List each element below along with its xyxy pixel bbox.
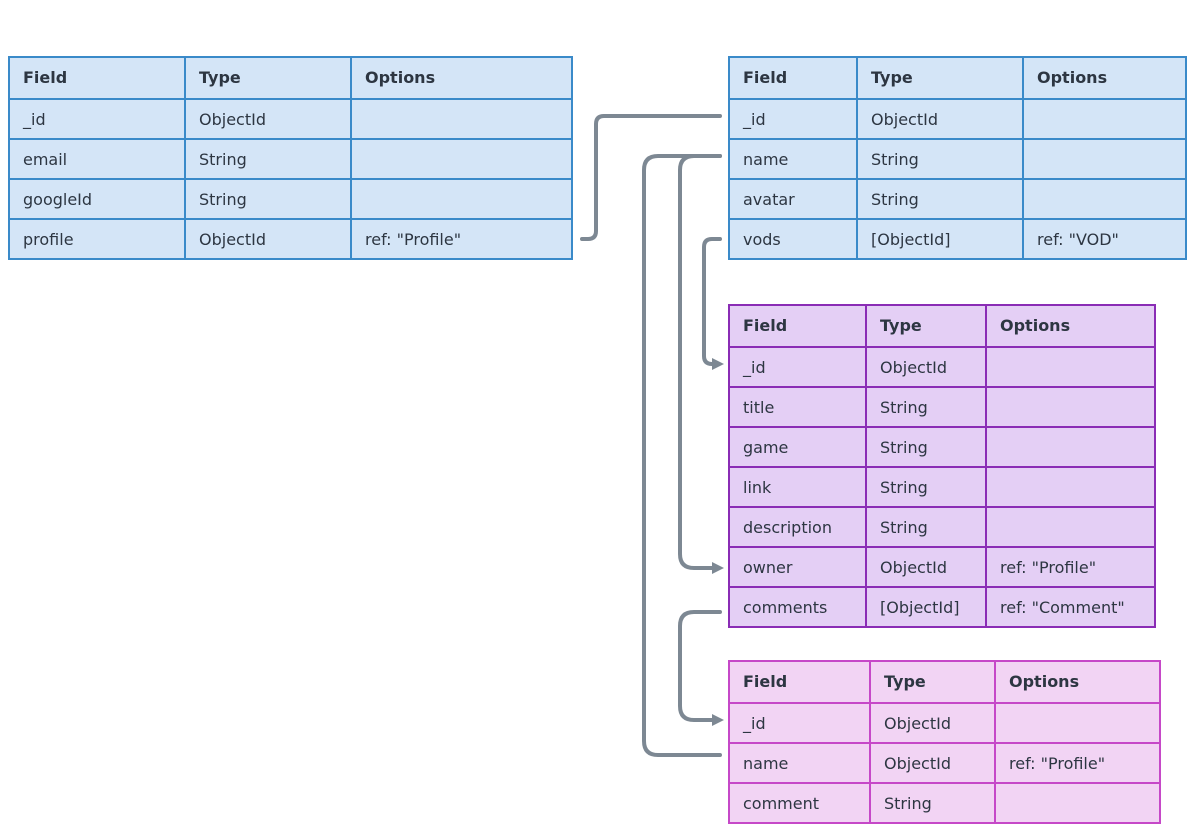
header-type: Type	[856, 58, 1022, 98]
type-cell: String	[865, 468, 985, 508]
header-type: Type	[869, 662, 994, 702]
table-header: Field Type Options	[730, 662, 1159, 702]
options-cell	[994, 784, 1159, 824]
type-cell: String	[184, 180, 350, 220]
type-cell: ObjectId	[856, 100, 1022, 140]
type-cell: [ObjectId]	[865, 588, 985, 628]
connector-vod-comments-to-comment-id	[678, 610, 724, 726]
options-cell: ref: "VOD"	[1022, 220, 1185, 260]
header-options: Options	[350, 58, 571, 98]
field-cell: _id	[743, 358, 766, 377]
vod-schema-table: Field Type Options _id ObjectId title St…	[728, 304, 1156, 628]
field-cell: googleId	[23, 190, 93, 209]
comment-schema-table: Field Type Options _id ObjectId name Obj…	[728, 660, 1161, 824]
field-cell: avatar	[743, 190, 795, 209]
header-options: Options	[994, 662, 1159, 702]
field-cell: _id	[743, 110, 766, 129]
header-field: Field	[743, 672, 788, 691]
type-cell: ObjectId	[869, 704, 994, 744]
type-cell: String	[184, 140, 350, 180]
connector-profile-vods-to-vod-id	[702, 237, 724, 370]
type-cell: String	[865, 428, 985, 468]
table-row: link String	[730, 466, 1154, 508]
options-cell: ref: "Profile"	[985, 548, 1154, 588]
type-cell: String	[869, 784, 994, 824]
options-cell	[994, 704, 1159, 744]
options-cell	[1022, 100, 1185, 140]
options-cell: ref: "Profile"	[350, 220, 571, 260]
table-row: comments [ObjectId] ref: "Comment"	[730, 586, 1154, 628]
table-row: googleId String	[10, 178, 571, 220]
header-field: Field	[743, 316, 788, 335]
field-cell: owner	[743, 558, 793, 577]
field-cell: email	[23, 150, 68, 169]
type-cell: ObjectId	[184, 220, 350, 260]
options-cell	[350, 100, 571, 140]
connector-profile-name-to-vod-owner	[678, 154, 724, 574]
type-cell: ObjectId	[865, 348, 985, 388]
table-row: owner ObjectId ref: "Profile"	[730, 546, 1154, 588]
options-cell	[1022, 180, 1185, 220]
type-cell: [ObjectId]	[856, 220, 1022, 260]
header-type: Type	[184, 58, 350, 98]
options-cell	[985, 468, 1154, 508]
field-cell: comment	[743, 794, 820, 813]
field-cell: description	[743, 518, 832, 537]
table-row: avatar String	[730, 178, 1185, 220]
table-header: Field Type Options	[730, 306, 1154, 346]
table-row: description String	[730, 506, 1154, 548]
type-cell: String	[865, 508, 985, 548]
field-cell: game	[743, 438, 789, 457]
field-cell: _id	[23, 110, 46, 129]
field-cell: comments	[743, 598, 828, 617]
field-cell: vods	[743, 230, 781, 249]
connector-user-profile-to-profile-id	[580, 114, 722, 241]
type-cell: ObjectId	[184, 100, 350, 140]
options-cell: ref: "Comment"	[985, 588, 1154, 628]
type-cell: String	[865, 388, 985, 428]
field-cell: name	[743, 754, 789, 773]
table-header: Field Type Options	[10, 58, 571, 98]
options-cell	[350, 140, 571, 180]
type-cell: String	[856, 140, 1022, 180]
profile-schema-table: Field Type Options _id ObjectId name Str…	[728, 56, 1187, 260]
table-row: game String	[730, 426, 1154, 468]
field-cell: title	[743, 398, 775, 417]
table-row: email String	[10, 138, 571, 180]
table-row: comment String	[730, 782, 1159, 824]
field-cell: _id	[743, 714, 766, 733]
connector-profile-name-to-comment-name	[642, 154, 722, 757]
table-header: Field Type Options	[730, 58, 1185, 98]
table-row: _id ObjectId	[730, 98, 1185, 140]
table-row: name String	[730, 138, 1185, 180]
field-cell: link	[743, 478, 772, 497]
field-cell: name	[743, 150, 789, 169]
options-cell	[350, 180, 571, 220]
header-options: Options	[985, 306, 1154, 346]
table-row: _id ObjectId	[730, 702, 1159, 744]
header-type: Type	[865, 306, 985, 346]
options-cell: ref: "Profile"	[994, 744, 1159, 784]
header-field: Field	[23, 68, 68, 87]
type-cell: ObjectId	[865, 548, 985, 588]
table-row: profile ObjectId ref: "Profile"	[10, 218, 571, 260]
options-cell	[985, 388, 1154, 428]
table-row: name ObjectId ref: "Profile"	[730, 742, 1159, 784]
header-field: Field	[743, 68, 788, 87]
options-cell	[985, 428, 1154, 468]
options-cell	[1022, 140, 1185, 180]
user-schema-table: Field Type Options _id ObjectId email St…	[8, 56, 573, 260]
options-cell	[985, 508, 1154, 548]
table-row: title String	[730, 386, 1154, 428]
table-row: vods [ObjectId] ref: "VOD"	[730, 218, 1185, 260]
field-cell: profile	[23, 230, 74, 249]
type-cell: String	[856, 180, 1022, 220]
header-options: Options	[1022, 58, 1185, 98]
type-cell: ObjectId	[869, 744, 994, 784]
table-row: _id ObjectId	[730, 346, 1154, 388]
options-cell	[985, 348, 1154, 388]
table-row: _id ObjectId	[10, 98, 571, 140]
